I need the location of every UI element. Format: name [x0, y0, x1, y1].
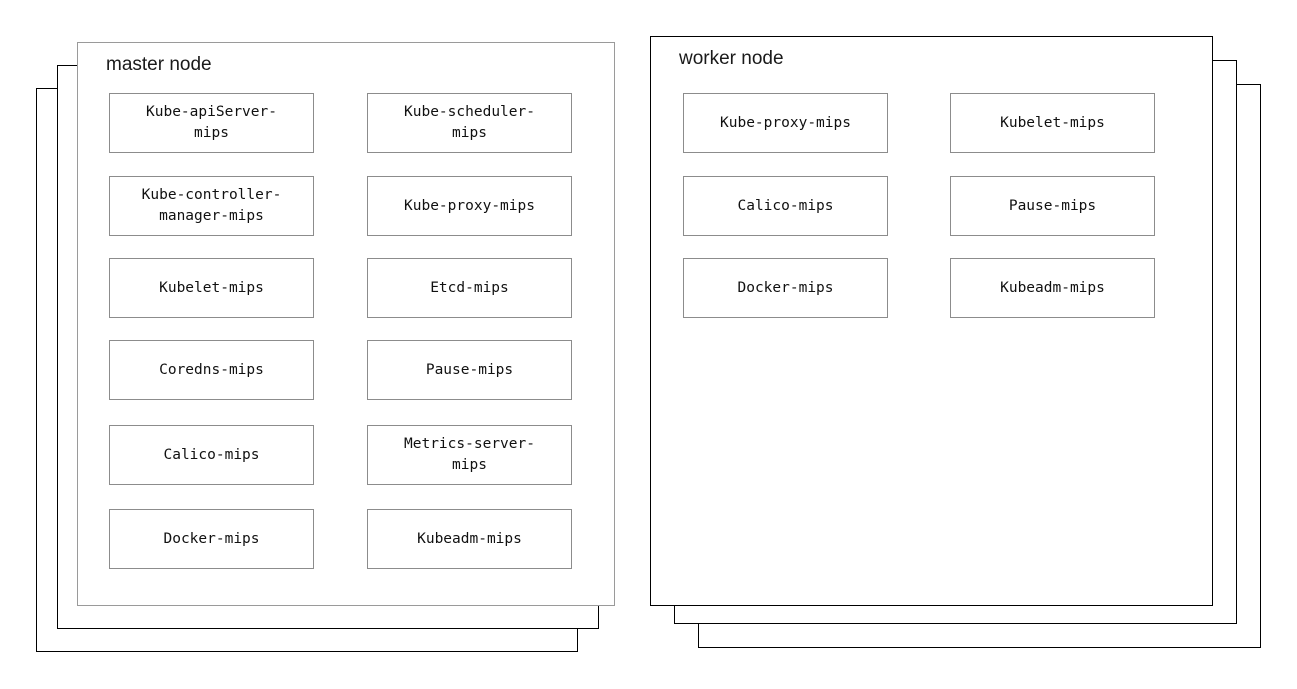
component-label: Kube-proxy-mips — [720, 114, 851, 131]
component-label: Docker-mips — [163, 530, 260, 547]
component-label: Docker-mips — [737, 279, 834, 296]
component-label: Kubeadm-mips — [417, 530, 522, 547]
component-label: Kube-controller- manager-mips — [141, 187, 282, 224]
component-label: Kube-proxy-mips — [404, 197, 535, 214]
component-label: Coredns-mips — [159, 361, 264, 378]
component-label: Kube-apiServer- mips — [146, 104, 277, 141]
component-box-etcd[interactable]: Etcd-mips — [367, 258, 572, 318]
component-box-kube-apiserver[interactable]: Kube-apiServer- mips — [109, 93, 314, 153]
component-box-kubeadm-master[interactable]: Kubeadm-mips — [367, 509, 572, 569]
component-box-kubelet-master[interactable]: Kubelet-mips — [109, 258, 314, 318]
component-box-pause-master[interactable]: Pause-mips — [367, 340, 572, 400]
component-label: Kubelet-mips — [1000, 114, 1105, 131]
worker-node-left-column: Kube-proxy-mips Calico-mips Docker-mips — [651, 37, 1212, 605]
component-label: Kubeadm-mips — [1000, 279, 1105, 296]
component-label: Pause-mips — [425, 361, 514, 378]
component-box-kubeadm-worker[interactable]: Kubeadm-mips — [950, 258, 1155, 318]
component-label: Kubelet-mips — [159, 279, 264, 296]
component-label: Calico-mips — [163, 446, 260, 463]
component-label: Metrics-server- mips — [404, 436, 535, 473]
component-box-calico-worker[interactable]: Calico-mips — [683, 176, 888, 236]
master-node-title: master node — [106, 54, 212, 75]
component-box-metrics-server[interactable]: Metrics-server- mips — [367, 425, 572, 485]
component-label: Pause-mips — [1008, 197, 1097, 214]
worker-node-title: worker node — [679, 48, 784, 69]
component-label: Calico-mips — [737, 197, 834, 214]
component-box-kube-proxy-master[interactable]: Kube-proxy-mips — [367, 176, 572, 236]
master-node-left-column: Kube-apiServer- mips Kube-controller- ma… — [78, 43, 614, 605]
master-node-right-column: Kube-scheduler- mips Kube-proxy-mips Etc… — [78, 43, 614, 605]
master-node-panel[interactable]: master node Kube-apiServer- mips Kube-co… — [77, 42, 615, 606]
component-label: Etcd-mips — [430, 279, 509, 296]
component-box-kube-controller-manager[interactable]: Kube-controller- manager-mips — [109, 176, 314, 236]
component-box-docker-worker[interactable]: Docker-mips — [683, 258, 888, 318]
worker-node-right-column: Kubelet-mips Pause-mips Kubeadm-mips — [651, 37, 1212, 605]
component-box-calico-master[interactable]: Calico-mips — [109, 425, 314, 485]
component-box-kube-scheduler[interactable]: Kube-scheduler- mips — [367, 93, 572, 153]
component-box-kubelet-worker[interactable]: Kubelet-mips — [950, 93, 1155, 153]
node-group-master: master node Kube-apiServer- mips Kube-co… — [0, 0, 640, 689]
component-box-docker-master[interactable]: Docker-mips — [109, 509, 314, 569]
component-box-pause-worker[interactable]: Pause-mips — [950, 176, 1155, 236]
worker-node-panel[interactable]: worker node Kube-proxy-mips Calico-mips … — [650, 36, 1213, 606]
component-box-coredns[interactable]: Coredns-mips — [109, 340, 314, 400]
component-label: Kube-scheduler- mips — [404, 104, 535, 141]
component-box-kube-proxy-worker[interactable]: Kube-proxy-mips — [683, 93, 888, 153]
